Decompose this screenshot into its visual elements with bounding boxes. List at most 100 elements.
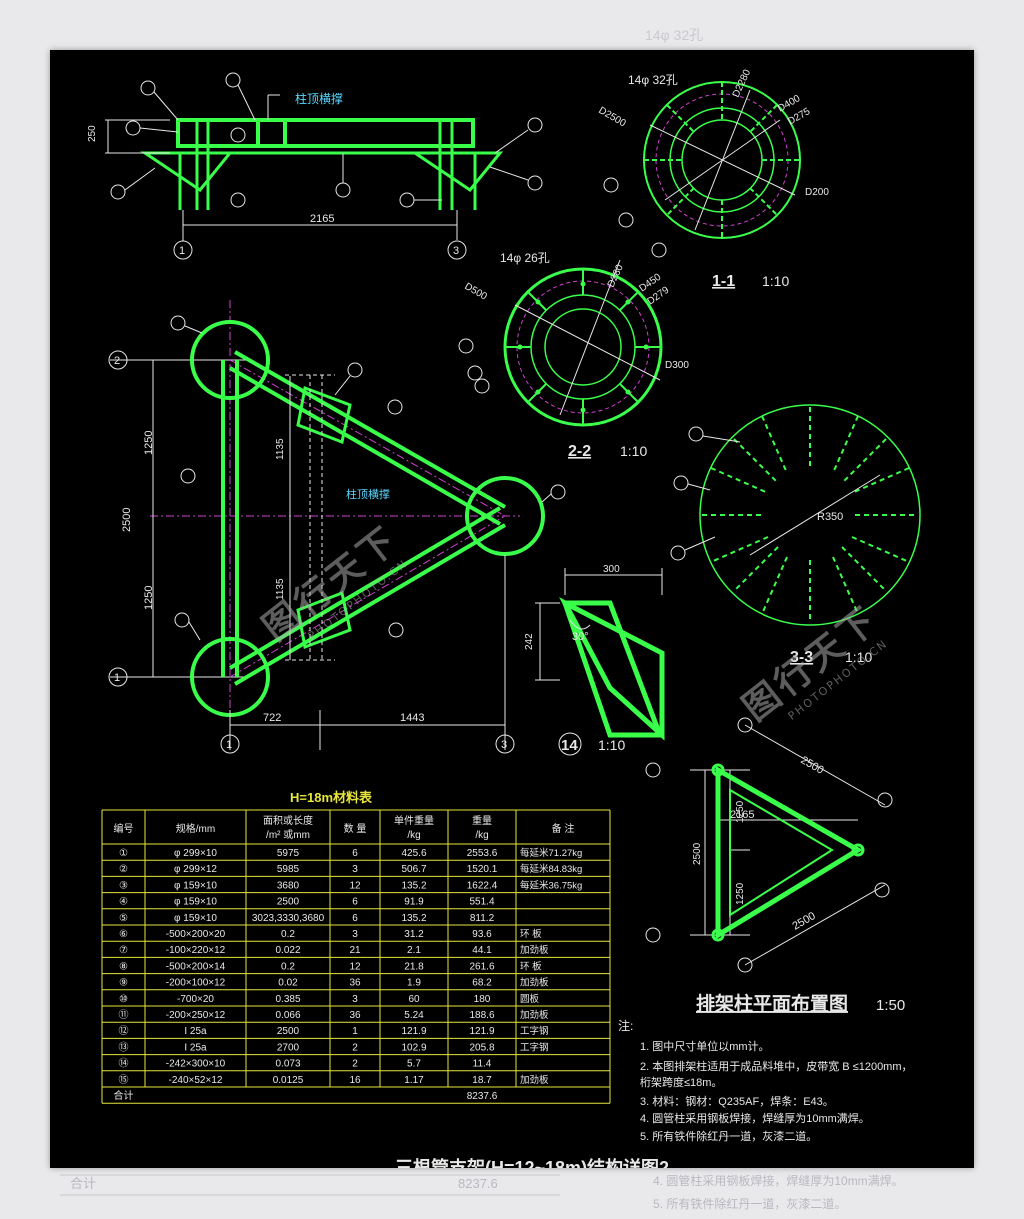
elevation-height-dim: 250: [87, 125, 98, 142]
table-cell: 18.7: [472, 1075, 492, 1086]
section-2-2-holes: 14φ 26孔: [500, 251, 550, 265]
cad-drawing-sheet: 柱顶横撑 250 2165 1 3 14φ 32孔 D2500 D2280 D4…: [50, 50, 974, 1168]
notes-block: 注: 1. 图中尺寸单位以mm计。 2. 本图排架柱适用于成品料堆中，皮带宽 B…: [618, 1018, 913, 1143]
table-cell: ⑫: [119, 1025, 129, 1037]
table-cell: 2500: [277, 1026, 300, 1037]
plan-dim-v-0: 1250: [143, 431, 155, 455]
detail-14-title: 14: [561, 737, 578, 754]
layout-dim-0: 2500: [799, 754, 826, 777]
table-total-label: 合计: [114, 1089, 134, 1102]
detail-14-scale: 1:10: [598, 737, 625, 753]
table-cell: ⑥: [119, 929, 128, 940]
plan-mid-label: 柱顶横撑: [346, 487, 390, 501]
table-cell: 811.2: [470, 913, 495, 924]
section-2-2-callouts: [458, 338, 490, 394]
table-cell: 44.1: [472, 945, 492, 956]
table-cell: 102.9: [401, 1042, 426, 1053]
table-cell: 5975: [277, 848, 300, 859]
table-cell: 2553.6: [467, 848, 498, 859]
table-cell: 每延米36.75kg: [520, 879, 582, 891]
table-cell: 2.1: [407, 945, 421, 956]
note-3: 3. 材料：钢材：Q235AF，焊条：E43。: [640, 1094, 834, 1108]
table-header: 数 量: [344, 822, 367, 835]
detail-14-height: 242: [524, 633, 535, 650]
table-cell: 135.2: [401, 913, 426, 924]
detail-14-bubble: [558, 732, 582, 756]
table-cell: 加劲板: [520, 944, 549, 956]
table-cell: 36: [349, 1010, 361, 1021]
table-cell: ⑩: [119, 994, 128, 1005]
table-cell: -500×200×14: [166, 961, 226, 972]
section-1-1-title: 1-1: [712, 273, 735, 290]
table-cell: 3680: [277, 880, 300, 891]
table-cell: -100×220×12: [166, 945, 226, 956]
table-cell: ⑤: [119, 913, 128, 924]
section-1-1-view: [643, 81, 801, 239]
section-2-2-view: [503, 259, 663, 427]
table-cell: 3: [352, 994, 358, 1005]
table-cell: 91.9: [404, 897, 424, 908]
layout-plan-title: 排架柱平面布置图: [696, 992, 848, 1015]
layout-plan-view: [645, 717, 893, 973]
section-3-3-title: 3-3: [790, 649, 813, 666]
plan-axis-1-left: 1: [114, 672, 120, 684]
material-table-grid: [101, 809, 611, 1104]
ghost-note-5: 5. 所有铁件除红丹一道，灰漆二道。: [653, 1196, 846, 1211]
layout-plan-scale: 1:50: [876, 997, 905, 1014]
table-cell: 1.17: [404, 1075, 424, 1086]
table-cell: 1520.1: [467, 864, 498, 875]
table-cell: 3: [352, 864, 358, 875]
table-total-value: 8237.6: [467, 1091, 498, 1102]
plan-axis-1-bottom: 1: [226, 739, 232, 751]
table-cell: 每延米71.27kg: [520, 847, 582, 859]
ghost-total-value: 8237.6: [458, 1176, 498, 1191]
elevation-top-label: 柱顶横撑: [295, 91, 343, 106]
table-cell: 6: [352, 913, 358, 924]
ghost-holes-label: 14φ 32孔: [645, 27, 703, 43]
section-2-2-dim-0: D500: [463, 281, 490, 303]
table-cell: -240×52×12: [169, 1075, 223, 1086]
section-1-1-scale: 1:10: [762, 273, 789, 289]
section-2-2-scale: 1:10: [620, 443, 647, 459]
table-cell: 6: [352, 897, 358, 908]
plan-dim-h-1: 1443: [400, 712, 424, 724]
elevation-annotations: [105, 94, 467, 260]
table-cell: ⑭: [119, 1058, 129, 1070]
ghost-total-label: 合计: [70, 1176, 96, 1191]
table-cell: 12: [349, 880, 361, 891]
table-title: H=18m材料表: [290, 790, 373, 805]
detail-14-width: 300: [603, 564, 620, 575]
elevation-axis-right: 3: [453, 245, 459, 257]
table-cell: 1.9: [407, 978, 421, 989]
table-cell: 1622.4: [467, 880, 498, 891]
table-header: /kg: [407, 830, 420, 841]
table-cell: 135.2: [401, 880, 426, 891]
table-cell: 0.2: [281, 929, 295, 940]
plan-dim-h-0: 722: [263, 712, 281, 724]
table-header: /m² 或mm: [266, 829, 310, 841]
table-cell: φ 299×12: [174, 864, 217, 875]
detail-14-angle: 30°: [572, 631, 589, 643]
table-cell: 加劲板: [520, 1074, 549, 1086]
table-cell: 3: [352, 929, 358, 940]
table-cell: 93.6: [472, 929, 492, 940]
table-header: 规格/mm: [176, 822, 215, 835]
table-cell: 工字钢: [520, 1025, 549, 1037]
table-cell: 环 板: [520, 960, 542, 972]
table-header: 编号: [114, 822, 134, 835]
table-cell: 180: [474, 994, 491, 1005]
section-1-1-callouts: [603, 177, 667, 258]
table-cell: 21: [349, 945, 361, 956]
table-cell: 551.4: [469, 897, 494, 908]
table-cell: 0.385: [275, 994, 300, 1005]
table-header: 面积或长度: [263, 814, 313, 827]
table-cell: 5985: [277, 864, 300, 875]
table-cell: 16: [349, 1075, 361, 1086]
detail-14-view: [535, 568, 665, 741]
ghost-note-4: 4. 圆管柱采用钢板焊接，焊缝厚为10mm满焊。: [653, 1173, 904, 1188]
table-cell: 21.8: [404, 961, 424, 972]
table-cell: 2: [352, 1059, 358, 1070]
table-header: 备 注: [552, 822, 575, 835]
table-cell: φ 159×10: [174, 913, 217, 924]
table-cell: 0.022: [275, 945, 300, 956]
